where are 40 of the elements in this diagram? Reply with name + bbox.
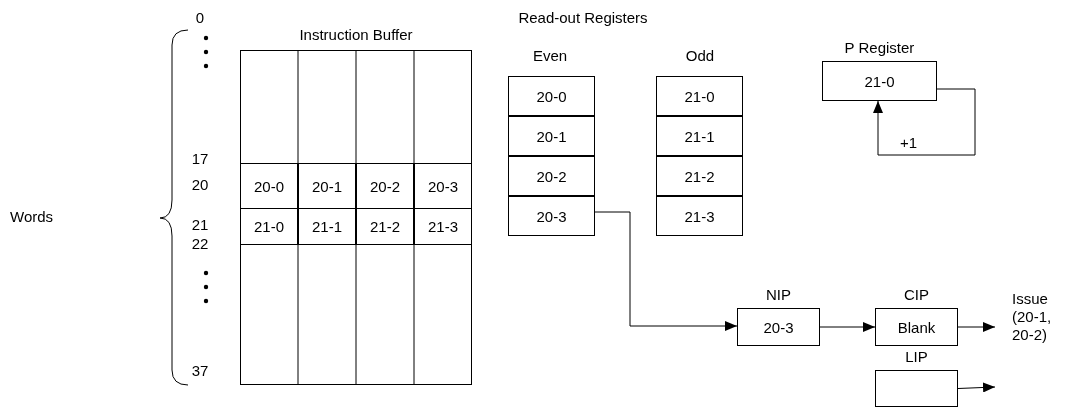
- group-heading: Read-out Registers: [518, 9, 648, 26]
- buffer-cell: 21-2: [356, 208, 414, 245]
- output-label: Issue (20-1, 20-2): [1012, 290, 1053, 344]
- register-heading: CIP: [903, 286, 930, 303]
- arrow: [594, 211, 738, 331]
- buffer-cell: 21-3: [414, 208, 472, 245]
- buffer-heading: Instruction Buffer: [298, 26, 414, 43]
- buffer-cell: 20-3: [414, 163, 472, 209]
- row-number: 37: [191, 362, 209, 379]
- register-box: Blank: [875, 308, 958, 346]
- buffer-cell: 20-1: [298, 163, 356, 209]
- register-box: 21-2: [656, 156, 743, 196]
- row-number: 21: [191, 216, 209, 233]
- arrow: [819, 322, 876, 332]
- register-box: 20-2: [508, 156, 595, 196]
- buffer-cell: 21-1: [298, 208, 356, 245]
- brace-label: Words: [10, 208, 54, 225]
- row-number: 0: [195, 9, 205, 26]
- register-box: 20-0: [508, 76, 595, 116]
- register-heading: LIP: [904, 348, 929, 365]
- register-box: 20-3: [737, 308, 820, 346]
- register-heading: NIP: [765, 286, 792, 303]
- register-box: 21-0: [822, 61, 937, 101]
- arrow: [957, 322, 996, 332]
- column-heading: Even: [532, 47, 568, 64]
- row-number: 22: [191, 235, 209, 252]
- buffer-cell: 20-0: [240, 163, 298, 209]
- register-box: 21-0: [656, 76, 743, 116]
- register-heading: P Register: [843, 39, 916, 56]
- arrow: [957, 382, 996, 393]
- arrow: [873, 88, 976, 156]
- register-box: 20-1: [508, 116, 595, 156]
- row-number: 20: [191, 176, 209, 193]
- buffer-cell: 21-0: [240, 208, 298, 245]
- buffer-cell: 20-2: [356, 163, 414, 209]
- column-heading: Odd: [685, 47, 715, 64]
- row-number: 17: [191, 150, 209, 167]
- register-box: 21-1: [656, 116, 743, 156]
- register-box: 20-3: [508, 196, 595, 236]
- register-box: 21-3: [656, 196, 743, 236]
